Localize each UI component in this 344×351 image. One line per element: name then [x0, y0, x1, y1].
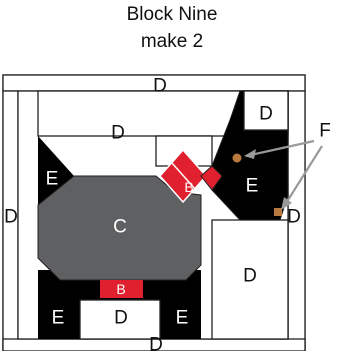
neck-seam: [171, 162, 196, 190]
eye-dot: [232, 153, 242, 163]
red-bar-b: [100, 280, 143, 298]
left-black-triangle: [38, 136, 74, 205]
lower-right-d: [211, 219, 289, 340]
label-d-right: D: [287, 207, 301, 228]
label-d-bottom-mid: D: [114, 308, 128, 329]
arrow-head-nose: [281, 197, 292, 210]
label-e-leg-right: E: [176, 308, 189, 329]
block-title: Block Nine: [126, 4, 218, 25]
nose-square: [274, 208, 282, 216]
label-d-ear: D: [259, 104, 273, 125]
arrow-line-nose: [282, 145, 323, 209]
body-grey-c: [37, 175, 202, 281]
label-d-top: D: [153, 76, 167, 97]
block-subtitle: make 2: [140, 31, 204, 52]
neck-red-corner: [200, 165, 223, 191]
label-c-body: C: [113, 217, 127, 238]
between-legs-d: [79, 299, 161, 340]
callout-arrows: [244, 139, 323, 210]
label-d-left: D: [4, 207, 18, 228]
label-b-bar: B: [116, 281, 125, 297]
label-e-leg-left: E: [52, 308, 65, 329]
label-d-lower-right: D: [243, 266, 257, 287]
arrow-line-eye: [245, 139, 315, 158]
ear-white-d: [243, 90, 289, 131]
label-e-left: E: [46, 169, 59, 190]
arrow-head-eye: [244, 149, 256, 159]
label-e-ear: E: [246, 176, 259, 197]
label-d-band: D: [111, 123, 125, 144]
label-d-bottom: D: [149, 335, 163, 351]
label-f-callout: F: [319, 121, 331, 142]
label-b-neck: B: [184, 179, 193, 195]
